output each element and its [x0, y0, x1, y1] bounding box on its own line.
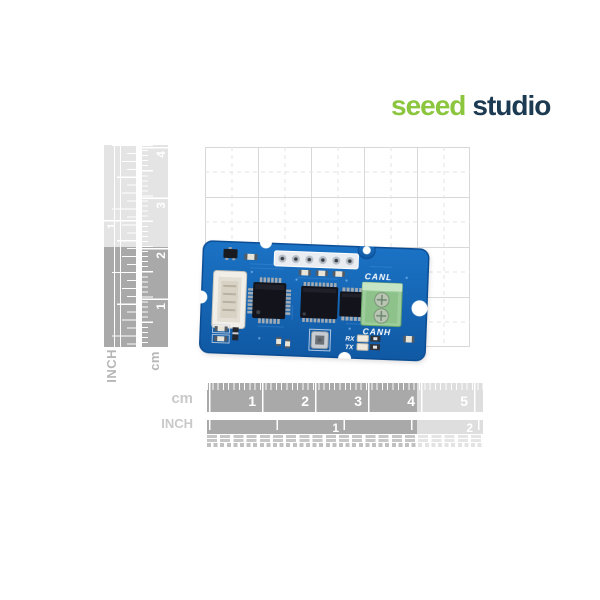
cm-number-2: 2: [154, 252, 168, 259]
sot23-transistor: [223, 246, 238, 261]
tactile-button: [308, 328, 332, 352]
connector-pins: [222, 284, 237, 312]
copper-traces: [249, 263, 393, 328]
vertical-ruler: 1 4 3 2 1: [104, 145, 168, 347]
mounting-hole-right: [411, 300, 428, 317]
fine-graduation-row: [207, 443, 483, 447]
inch-number-2: 2: [466, 421, 473, 435]
mcu-chip: [247, 277, 292, 325]
cm-number-3: 3: [154, 202, 168, 209]
fine-graduation-row: [207, 439, 483, 442]
can-controller-chip: [300, 281, 339, 324]
cm-number-1: 1: [154, 303, 168, 310]
passive-components: [211, 253, 415, 349]
inch-number-1: 1: [332, 421, 339, 435]
vertical-ruler-cm-column: 4 3 2 1: [142, 145, 168, 347]
cm-number-4: 4: [407, 393, 415, 409]
inch-tick-marks: [207, 420, 483, 434]
header-holes-strip: [273, 250, 360, 270]
via-dots: [250, 270, 408, 340]
horizontal-ruler-inch-label: INCH: [161, 416, 193, 431]
tx-led: [356, 343, 369, 351]
canl-label: CANL: [365, 271, 393, 282]
vertical-ruler-inch-label: INCH: [104, 349, 119, 383]
cm-number-2: 2: [301, 393, 309, 409]
cm-number-4: 4: [154, 151, 168, 158]
can-bus-module-board: CANL CANH RX TX: [194, 236, 430, 367]
cm-tick-marks: [207, 383, 483, 412]
vertical-ruler-inch-column: 1: [104, 145, 136, 347]
cm-number-1: 1: [248, 393, 256, 409]
terminal-screw-bottom: [373, 308, 389, 324]
horizontal-ruler-inch-bar: 1 2: [207, 420, 483, 434]
screw-terminal: [360, 281, 403, 328]
horizontal-ruler-cm-bar: 1 2 3 4 5: [207, 383, 483, 412]
logo-studio: studio: [472, 90, 551, 121]
horizontal-ruler-cm-label: cm: [171, 390, 193, 407]
cm-tick-marks: [142, 145, 168, 347]
inch-number-1: 1: [106, 223, 118, 230]
grove-connector: [211, 270, 248, 330]
tx-resistor: [369, 343, 381, 351]
rx-resistor: [370, 335, 381, 342]
tx-label: TX: [345, 344, 354, 351]
graduation-fade-overlay: [417, 434, 483, 447]
logo-seeed: seeed: [391, 90, 466, 121]
cm-number-3: 3: [354, 393, 362, 409]
inch-tick-marks: [104, 145, 136, 347]
terminal-screw-top: [374, 292, 390, 308]
rx-led: [356, 334, 369, 343]
rx-label: RX: [345, 336, 355, 343]
fine-graduation-row: [207, 435, 483, 438]
cm-number-5: 5: [460, 393, 468, 409]
horizontal-ruler: 1 2 3 4 5 1 2: [207, 383, 483, 447]
vertical-ruler-cm-label: cm: [147, 351, 162, 371]
can-transceiver-chip: [339, 287, 364, 322]
canh-label: CANH: [362, 326, 391, 337]
